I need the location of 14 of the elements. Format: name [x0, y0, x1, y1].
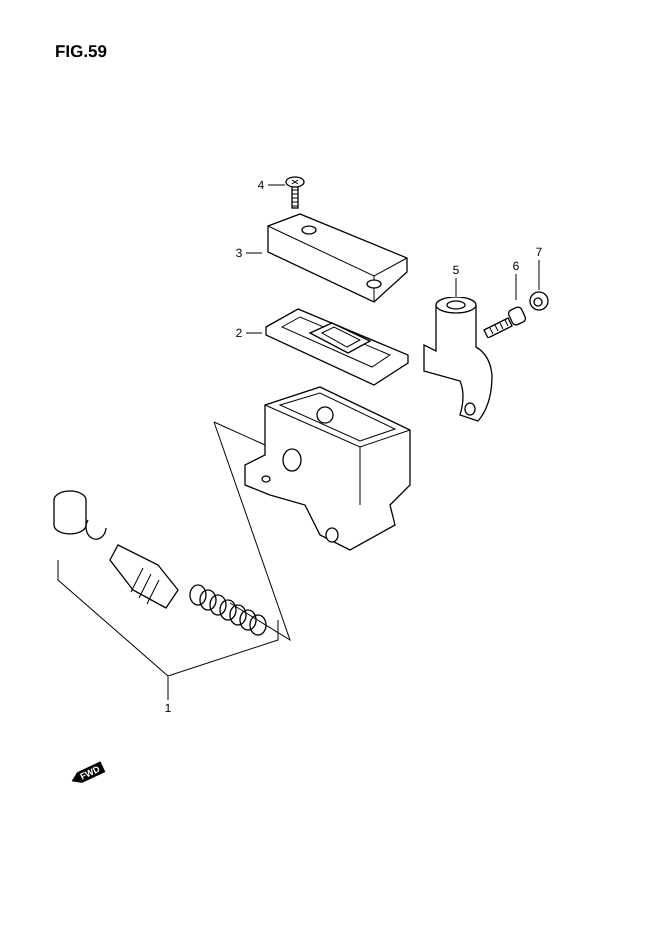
callout-number: 2 [232, 325, 246, 341]
leader-line [538, 260, 540, 290]
callout-number: 3 [232, 245, 246, 261]
callout-number: 5 [449, 262, 463, 278]
callout-number: 4 [254, 177, 268, 193]
leader-line [246, 252, 262, 254]
screw-drawing [285, 176, 305, 210]
figure-title: FIG.59 [55, 42, 107, 62]
callout-number: 6 [509, 258, 523, 274]
washer-drawing [528, 290, 550, 312]
leader-line [246, 332, 262, 334]
leader-line [268, 184, 286, 186]
callout-number: 7 [532, 244, 546, 260]
callout-number: 1 [161, 700, 175, 716]
